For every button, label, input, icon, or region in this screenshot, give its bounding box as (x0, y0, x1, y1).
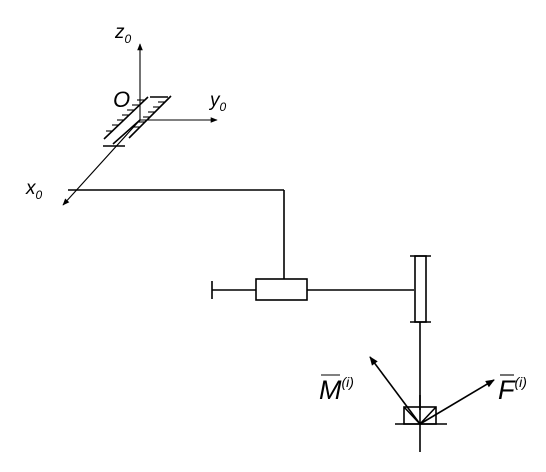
z0-label: z0 (114, 22, 132, 46)
x0-axis (62, 119, 141, 206)
origin-label: O (113, 87, 130, 112)
moment-vector (369, 356, 421, 425)
moment-label: M(i) (319, 374, 354, 405)
coordinate-frame (62, 43, 218, 206)
ground-support (103, 95, 172, 147)
base-link (112, 119, 141, 145)
prismatic-slider (255, 278, 308, 301)
y0-label: y0 (208, 90, 227, 114)
ground-line-left (103, 96, 149, 140)
force-label: F(i) (498, 374, 527, 405)
force-vector (419, 379, 495, 425)
x0-label: x0 (25, 178, 43, 202)
revolute-joint (414, 255, 427, 323)
